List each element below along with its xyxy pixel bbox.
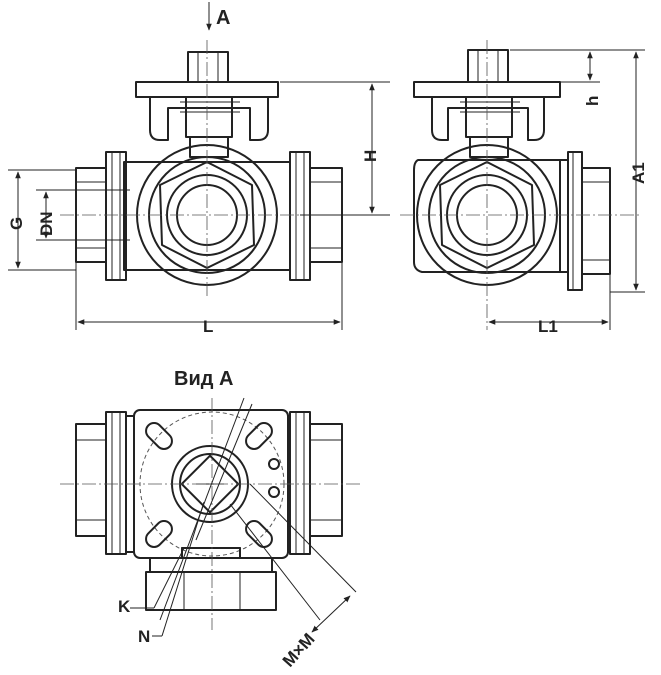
front-left-end (75, 151, 127, 281)
dim-MxM: M×M (229, 483, 357, 671)
dim-G-label: G (7, 217, 26, 230)
leader-diagonal-2 (195, 403, 253, 541)
view-a-bottom-outlet (145, 547, 277, 611)
dim-K: K (118, 547, 185, 616)
dim-DN-label: DN (37, 211, 56, 236)
front-right-end (289, 151, 343, 281)
dim-MxM-label: M×M (279, 630, 319, 671)
view-a-title: Вид А (174, 368, 233, 390)
dim-H-label: H (361, 150, 380, 162)
dim-h-label: h (583, 96, 602, 106)
dim-L: L (75, 262, 343, 336)
dim-L-label: L (203, 317, 213, 336)
front-view: A (7, 2, 390, 336)
dim-L1: L1 (488, 274, 611, 336)
dim-G-DN: G DN (7, 169, 130, 271)
dim-K-label: K (118, 597, 131, 616)
dim-A1: A1 (610, 51, 648, 293)
view-a-left-end (75, 411, 127, 555)
view-arrow-label: A (216, 7, 230, 29)
dim-H: H (280, 81, 390, 216)
dim-A1-label: A1 (629, 162, 648, 184)
side-right-end (559, 151, 611, 291)
dim-L1-label: L1 (538, 317, 558, 336)
dim-N-label: N (138, 627, 150, 646)
dim-N: N (138, 501, 205, 646)
side-view: h A1 L1 (400, 40, 648, 336)
view-a: Вид А (60, 368, 360, 671)
dim-h: h (510, 49, 645, 106)
